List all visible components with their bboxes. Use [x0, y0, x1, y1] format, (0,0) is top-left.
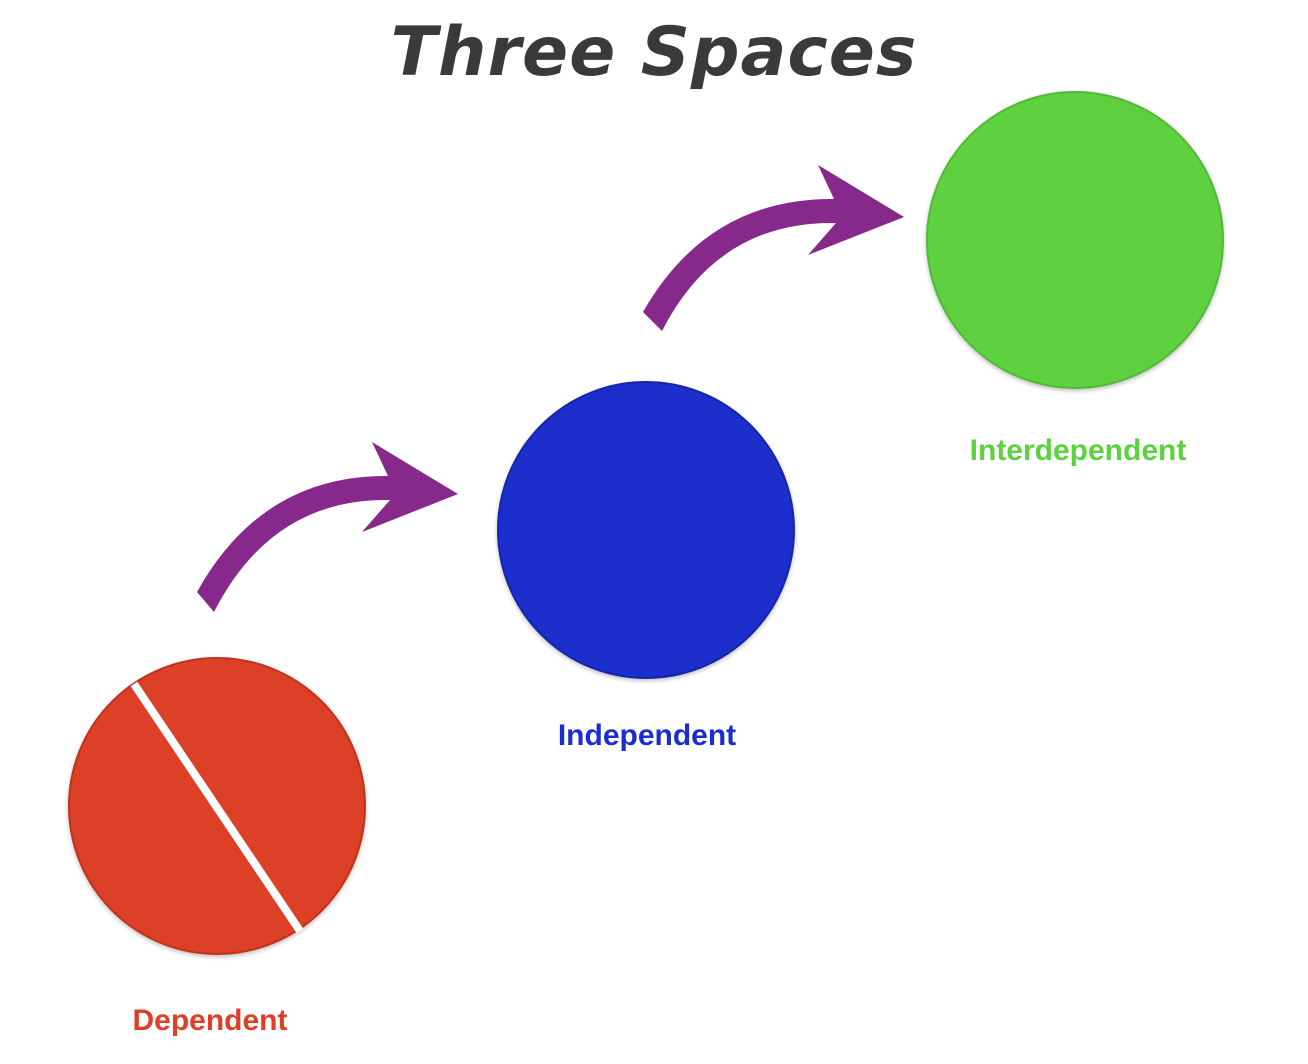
curved-arrow-icon: [643, 165, 904, 331]
curved-arrow-icon: [197, 442, 458, 612]
arrow-dependent-to-independent: [197, 442, 458, 612]
independent-circle: [497, 381, 795, 679]
node-interdependent: [926, 91, 1224, 389]
node-dependent: [68, 657, 366, 955]
split-divider: [130, 681, 304, 934]
arrow-independent-to-interdependent: [643, 165, 904, 331]
label-dependent: Dependent: [132, 1004, 288, 1037]
interdependent-circle: [926, 91, 1224, 389]
page-title: Three Spaces: [390, 13, 918, 92]
label-interdependent: Interdependent: [969, 434, 1187, 467]
label-independent: Independent: [557, 719, 737, 752]
node-independent: [497, 381, 795, 679]
